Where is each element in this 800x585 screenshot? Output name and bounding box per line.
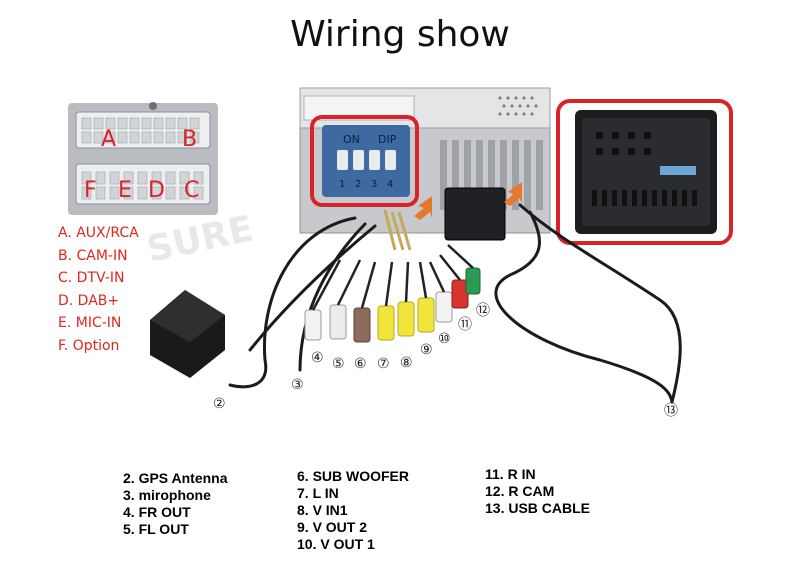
marker-8: ⑧ [400,355,413,371]
harness-connector-photo: A B F E D C [68,102,218,215]
gps-antenna [150,290,225,378]
marker-5: ⑤ [332,356,345,372]
cable-list-item: 13. USB CABLE [485,500,591,516]
connector-label-b: B [182,127,197,152]
dip-switch-callout: ON DIP 1 2 3 4 [310,115,419,207]
connector-label-e: E [118,178,132,203]
cable-list-column-2: 6. SUB WOOFER 7. L IN 8. V IN1 9. V OUT … [297,468,409,553]
watermark-text: SURE [143,208,257,270]
dip-num-3: 3 [371,179,377,190]
cable-list-item: 2. GPS Antenna [123,470,228,486]
legend-item: F. Option [58,337,120,354]
marker-9: ⑨ [420,342,433,358]
dip-on-label: ON [343,133,360,146]
dip-num-4: 4 [387,179,393,190]
marker-4: ④ [311,350,324,366]
cable-list-item: 10. V OUT 1 [297,536,375,552]
cable-list-item: 6. SUB WOOFER [297,468,410,484]
cable-list-item: 11. R IN [485,466,536,482]
arrow-icon [504,182,522,206]
connector-label-d: D [148,178,165,203]
wire-bundle [383,209,412,251]
marker-12: ⑫ [476,303,490,319]
cable-list-item: 4. FR OUT [123,504,191,520]
connector-label-c: C [184,178,199,203]
rca-plugs [304,244,481,343]
legend-item: E. MIC-IN [58,315,122,331]
cable-list-item: 5. FL OUT [123,521,189,537]
connector-label-f: F [84,178,97,203]
marker-3: ③ [291,377,304,393]
cable-bundle [228,203,682,404]
arrow-icon [414,196,432,220]
cable-list-item: 8. V IN1 [297,502,348,518]
rear-connector-callout [556,99,733,245]
dip-label: DIP [378,133,397,146]
marker-2: ② [213,396,226,412]
marker-13: ⑬ [664,403,678,419]
cable-list-column-1: 2. GPS Antenna 3. mirophone 4. FR OUT 5.… [123,470,228,538]
cable-list-column-3: 11. R IN 12. R CAM 13. USB CABLE [485,466,590,517]
legend-item: B. CAM-IN [58,247,128,264]
marker-10: ⑩ [438,331,451,347]
connector-legend: A. AUX/RCA B. CAM-IN C. DTV-IN D. DAB+ E… [58,222,139,357]
cable-list-item: 3. mirophone [123,487,211,503]
legend-item: C. DTV-IN [58,270,125,286]
marker-6: ⑥ [354,356,367,372]
cable-list-item: 12. R CAM [485,483,555,499]
marker-7: ⑦ [377,356,390,372]
dip-num-1: 1 [339,179,345,190]
marker-11: ⑪ [458,317,472,333]
legend-item: D. DAB+ [58,292,120,309]
legend-item: A. AUX/RCA [58,225,139,241]
page-title: Wiring show [290,14,510,55]
connector-label-a: A [101,127,116,152]
dip-num-2: 2 [355,179,361,190]
cable-list-item: 9. V OUT 2 [297,519,368,535]
cable-list-item: 7. L IN [297,485,339,501]
